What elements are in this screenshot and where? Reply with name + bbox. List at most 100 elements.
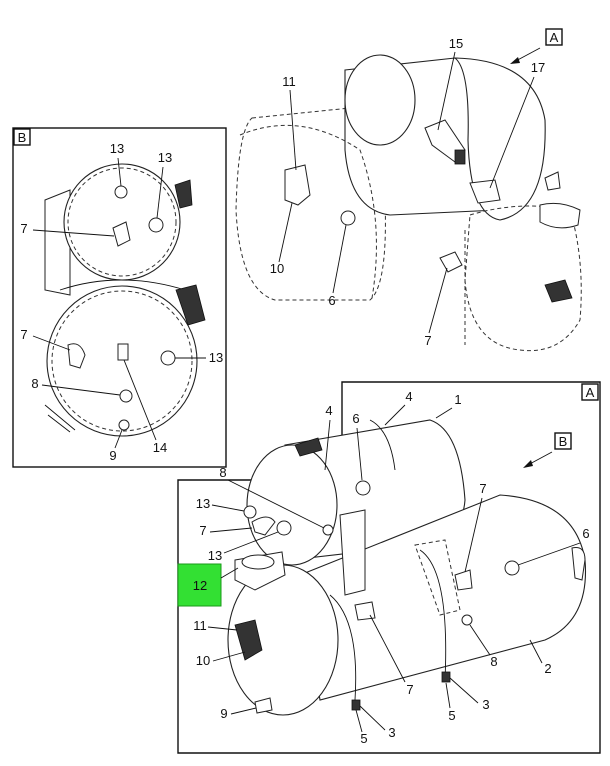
callout-7-main-c: 7	[479, 481, 486, 496]
leader-8-main-a	[227, 479, 325, 529]
tank-end-upper-rim	[67, 167, 177, 277]
callout-2: 2	[544, 661, 551, 676]
view-ref-top: A	[550, 30, 559, 45]
callout-10: 10	[270, 261, 284, 276]
section-ref-main: B	[559, 434, 568, 449]
plug-6-main-a	[355, 480, 371, 496]
view-ref-box-top	[545, 28, 563, 46]
callout-8-side: 8	[31, 376, 38, 391]
strap-main-a	[329, 594, 357, 701]
leader-17	[489, 76, 535, 189]
callout-3-main-a: 3	[388, 725, 395, 740]
view-top: A 15 17 11 10 6 7	[235, 28, 582, 352]
leader-5-main-a	[355, 709, 363, 733]
valve-side	[175, 284, 206, 326]
callout-6-main-a: 6	[352, 411, 359, 426]
tank-rear-cap	[453, 57, 546, 221]
tank-mid-dashed	[239, 124, 377, 299]
tank-end-lower	[46, 285, 198, 437]
callout-10-main: 10	[196, 653, 210, 668]
fitting-7-side-upper	[112, 221, 131, 247]
leader-4-b	[384, 404, 406, 426]
valve-main-top	[294, 437, 323, 457]
plug-13-b	[148, 217, 164, 233]
elbow-top	[544, 171, 561, 191]
fitting-side-top	[174, 179, 193, 209]
valve-body-15	[454, 149, 466, 165]
plug-6-top	[340, 210, 356, 226]
leader-13-b	[156, 166, 164, 219]
outlet-fitting-top	[539, 202, 581, 229]
arrow-head-icon	[523, 460, 533, 468]
callout-13-main-b: 13	[208, 548, 222, 563]
callout-7-top: 7	[424, 333, 431, 348]
leader-7-side-b	[32, 335, 71, 351]
outlet-port-12	[241, 554, 275, 570]
callout-7-side-b: 7	[20, 327, 27, 342]
strap-side	[59, 279, 186, 291]
leader-10-main	[212, 651, 246, 662]
drain-9-side	[118, 419, 130, 431]
drain-valve-top	[544, 279, 573, 303]
highlight-box-12[interactable]	[177, 563, 222, 607]
leader-8-side	[41, 384, 121, 396]
leader-7-top	[428, 267, 448, 334]
view-side: B 13 13 7 7 13 8 9 14	[12, 127, 227, 468]
leader-11-main	[207, 626, 238, 631]
callout-8-main-b: 8	[490, 654, 497, 669]
callout-13-b: 13	[158, 150, 172, 165]
callout-4-b: 4	[405, 389, 412, 404]
view-frame-side	[12, 127, 227, 468]
drain-9-main	[254, 697, 273, 714]
arrow-head-icon	[510, 57, 520, 64]
leader-13-main-b	[223, 531, 279, 554]
callout-11: 11	[282, 74, 296, 89]
leader-1	[435, 407, 453, 419]
plug-6-main-b	[504, 560, 520, 576]
tank-rear-end	[344, 54, 416, 146]
plug-8-main-a	[322, 524, 334, 536]
strap-upper	[369, 419, 396, 471]
leader-8-main-b	[469, 624, 491, 656]
callout-12[interactable]: 12	[193, 578, 207, 593]
leader-9-side	[114, 429, 123, 449]
callout-13-main-a: 13	[196, 496, 210, 511]
bracket-foot-side	[44, 404, 76, 433]
leader-7-main-c	[464, 497, 483, 573]
leader-4-a	[324, 419, 331, 471]
leader-3-main-a	[359, 705, 386, 731]
fitting-11	[284, 164, 311, 206]
plug-13-main-a	[243, 505, 257, 519]
plug-8-main-b	[461, 614, 473, 626]
bracket-main-b	[414, 539, 461, 616]
fitting-7-top	[439, 251, 463, 273]
callout-17: 17	[531, 60, 545, 75]
leader-15	[437, 51, 456, 131]
fitting-17	[469, 179, 501, 204]
plug-13-a	[114, 185, 128, 199]
callout-4-a: 4	[325, 403, 332, 418]
nut-5-main-b	[441, 671, 451, 683]
callout-8-main-a: 8	[219, 465, 226, 480]
fitting-14	[117, 343, 129, 361]
nut-5-main-a	[351, 699, 361, 711]
callout-3-main-b: 3	[482, 697, 489, 712]
callout-14: 14	[153, 440, 167, 455]
bracket-main-a	[339, 509, 366, 596]
callout-6-top: 6	[328, 293, 335, 308]
section-ref-box-main	[554, 432, 572, 450]
leader-6-top	[332, 224, 347, 294]
leader-13-main-a	[211, 504, 245, 512]
leader-13-a	[117, 157, 122, 187]
callout-9-side: 9	[109, 448, 116, 463]
view-ref-box-side	[13, 128, 31, 146]
leader-7-main-a	[209, 527, 253, 533]
callout-5-main-b: 5	[448, 708, 455, 723]
callout-15: 15	[449, 36, 463, 51]
plug-13-c	[160, 350, 176, 366]
leader-3-main-b	[449, 677, 479, 704]
leader-14	[123, 359, 157, 441]
callout-6-main-b: 6	[582, 526, 589, 541]
